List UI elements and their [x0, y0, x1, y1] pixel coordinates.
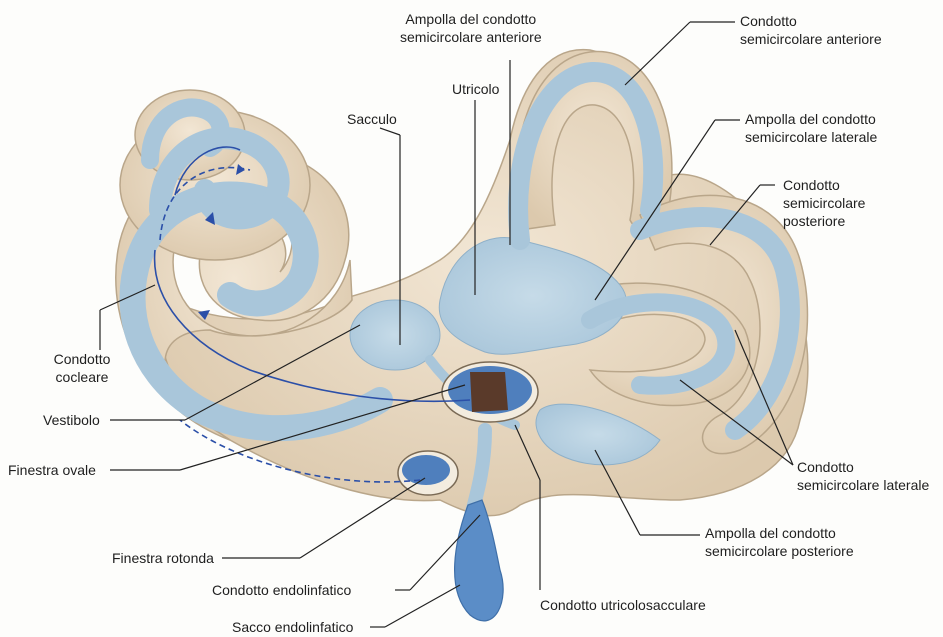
- label-condotto-anteriore: Condotto semicircolare anteriore: [740, 12, 882, 48]
- label-finestra-rotonda: Finestra rotonda: [112, 549, 214, 567]
- label-condotto-utricolosacculare: Condotto utricolosacculare: [540, 596, 706, 614]
- label-condotto-laterale: Condotto semicircolare laterale: [797, 458, 929, 494]
- label-condotto-endolinfatico: Condotto endolinfatico: [212, 581, 351, 599]
- leader-condotto-anteriore-2: [625, 22, 690, 85]
- label-sacculo: Sacculo: [347, 110, 397, 128]
- label-ampolla-laterale: Ampolla del condotto semicircolare later…: [745, 110, 877, 146]
- stapes-footplate: [470, 372, 508, 412]
- label-utricolo: Utricolo: [452, 80, 499, 98]
- label-condotto-cocleare: Condotto cocleare: [42, 350, 122, 386]
- round-window: [398, 451, 458, 495]
- label-ampolla-anteriore: Ampolla del condotto semicircolare anter…: [400, 10, 542, 46]
- label-sacco-endolinfatico: Sacco endolinfatico: [232, 618, 353, 636]
- leader-sacco-endolinfatico-2: [385, 585, 460, 627]
- leader-sacculo: [380, 128, 400, 135]
- oval-window: [442, 362, 538, 422]
- label-ampolla-posteriore: Ampolla del condotto semicircolare poste…: [705, 524, 854, 560]
- label-finestra-ovale: Finestra ovale: [8, 461, 96, 479]
- label-condotto-posteriore: Condotto semicircolare posteriore: [783, 176, 865, 230]
- label-vestibolo: Vestibolo: [43, 411, 100, 429]
- endolymphatic-sac: [455, 500, 504, 621]
